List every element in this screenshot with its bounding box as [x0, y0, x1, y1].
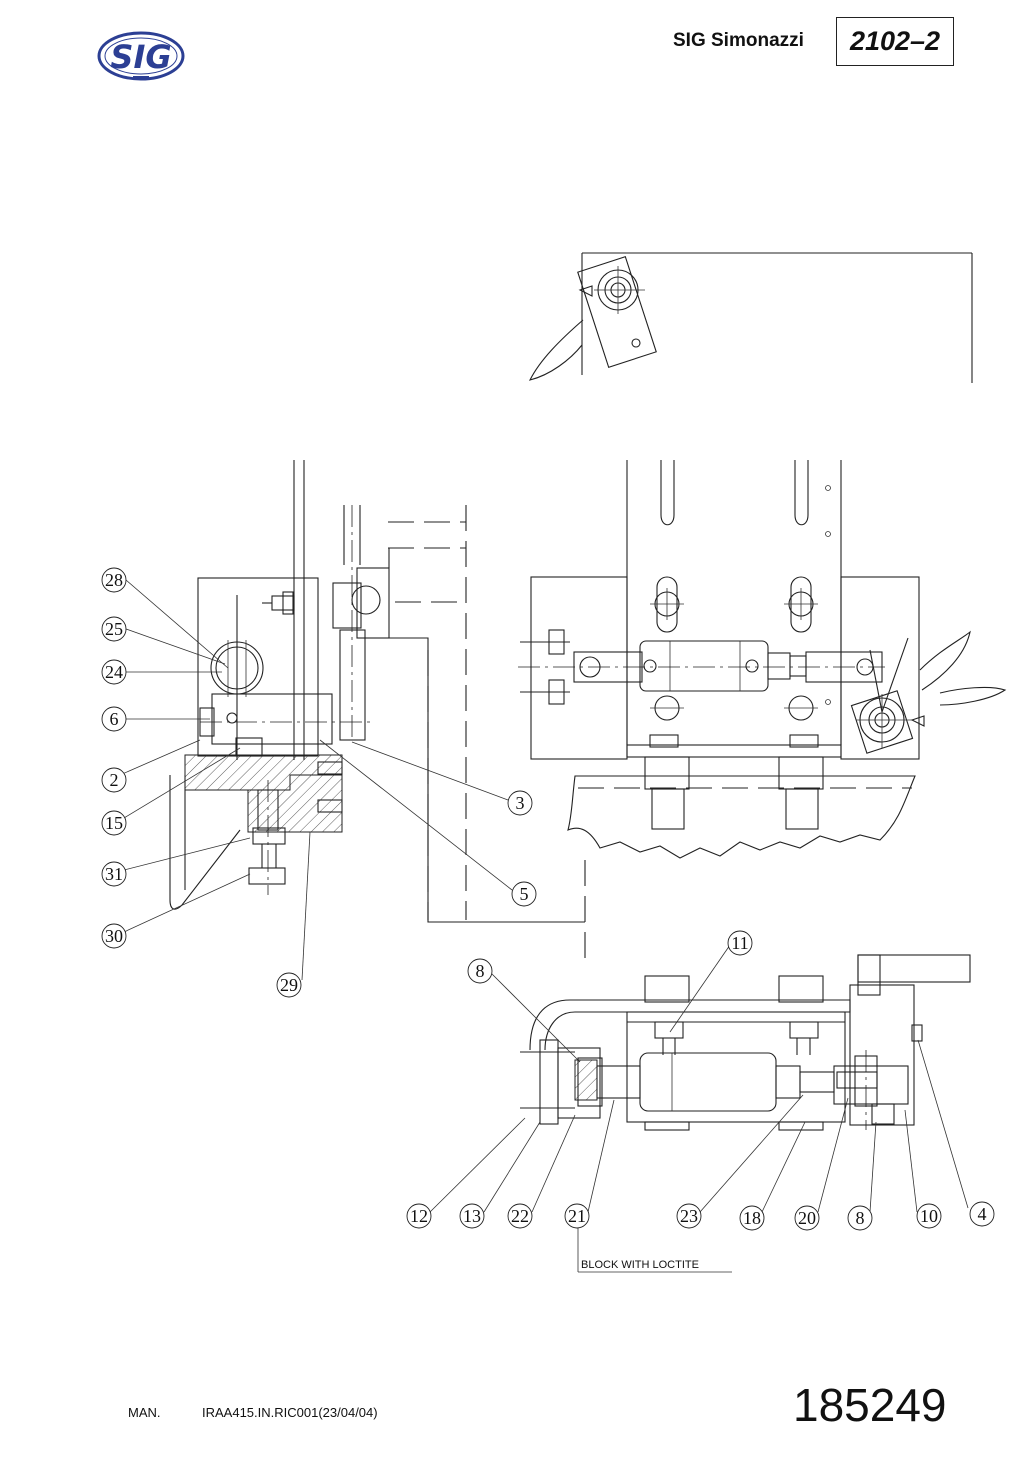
- bottom-plan-view: [520, 954, 971, 1131]
- svg-text:28: 28: [105, 570, 123, 590]
- top-detail-view: [528, 252, 973, 383]
- left-side-view: [169, 460, 586, 960]
- svg-text:8: 8: [476, 961, 485, 981]
- svg-text:8: 8: [856, 1208, 865, 1228]
- svg-text:13: 13: [463, 1206, 481, 1226]
- callout-20: 20: [794, 1205, 820, 1231]
- callout-22: 22: [507, 1203, 533, 1229]
- callout-8-top: 8: [467, 958, 493, 984]
- svg-text:2: 2: [110, 770, 119, 790]
- callout-3: 3: [507, 790, 533, 816]
- callout-13: 13: [459, 1203, 485, 1229]
- callout-25: 25: [101, 616, 127, 642]
- svg-text:10: 10: [920, 1206, 938, 1226]
- page-number: 185249: [793, 1379, 947, 1431]
- footer-reference: IRAA415.IN.RIC001(23/04/04): [202, 1405, 378, 1420]
- svg-text:6: 6: [110, 709, 119, 729]
- svg-text:31: 31: [105, 864, 123, 884]
- sig-logo: SIG: [97, 31, 185, 81]
- callout-23: 23: [676, 1203, 702, 1229]
- callout-2: 2: [101, 767, 127, 793]
- svg-text:12: 12: [410, 1206, 428, 1226]
- svg-text:25: 25: [105, 619, 123, 639]
- svg-text:20: 20: [798, 1208, 816, 1228]
- svg-text:SIG: SIG: [110, 38, 171, 76]
- callout-11: 11: [727, 930, 753, 956]
- callout-18: 18: [739, 1205, 765, 1231]
- svg-text:23: 23: [680, 1206, 698, 1226]
- svg-text:3: 3: [516, 793, 525, 813]
- callout-8-bottom: 8: [847, 1205, 873, 1231]
- drawing-code-box: 2102–2: [836, 17, 954, 66]
- svg-text:30: 30: [105, 926, 123, 946]
- callout-10: 10: [916, 1203, 942, 1229]
- svg-text:22: 22: [511, 1206, 529, 1226]
- svg-text:29: 29: [280, 975, 298, 995]
- svg-text:4: 4: [978, 1204, 987, 1224]
- brand-name: SIG Simonazzi: [673, 30, 804, 51]
- svg-text:24: 24: [105, 662, 123, 682]
- callout-6: 6: [101, 706, 127, 732]
- svg-text:18: 18: [743, 1208, 761, 1228]
- leader-lines: [119, 579, 969, 1273]
- callout-24: 24: [101, 659, 127, 685]
- right-front-view: [518, 460, 1007, 859]
- callout-12: 12: [406, 1203, 432, 1229]
- drawing-code: 2102–2: [849, 26, 941, 56]
- svg-text:5: 5: [520, 884, 529, 904]
- callout-29: 29: [276, 972, 302, 998]
- callout-15: 15: [101, 810, 127, 836]
- callout-21: 21: [564, 1203, 590, 1229]
- loctite-note: BLOCK WITH LOCTITE: [581, 1259, 699, 1271]
- callout-28: 28: [101, 567, 127, 593]
- svg-text:15: 15: [105, 813, 123, 833]
- callout-31: 31: [101, 861, 127, 887]
- svg-text:11: 11: [731, 933, 748, 953]
- svg-text:21: 21: [568, 1206, 586, 1226]
- callout-5: 5: [511, 881, 537, 907]
- callout-30: 30: [101, 923, 127, 949]
- footer-man-label: MAN.: [128, 1405, 161, 1420]
- callout-4: 4: [969, 1201, 995, 1227]
